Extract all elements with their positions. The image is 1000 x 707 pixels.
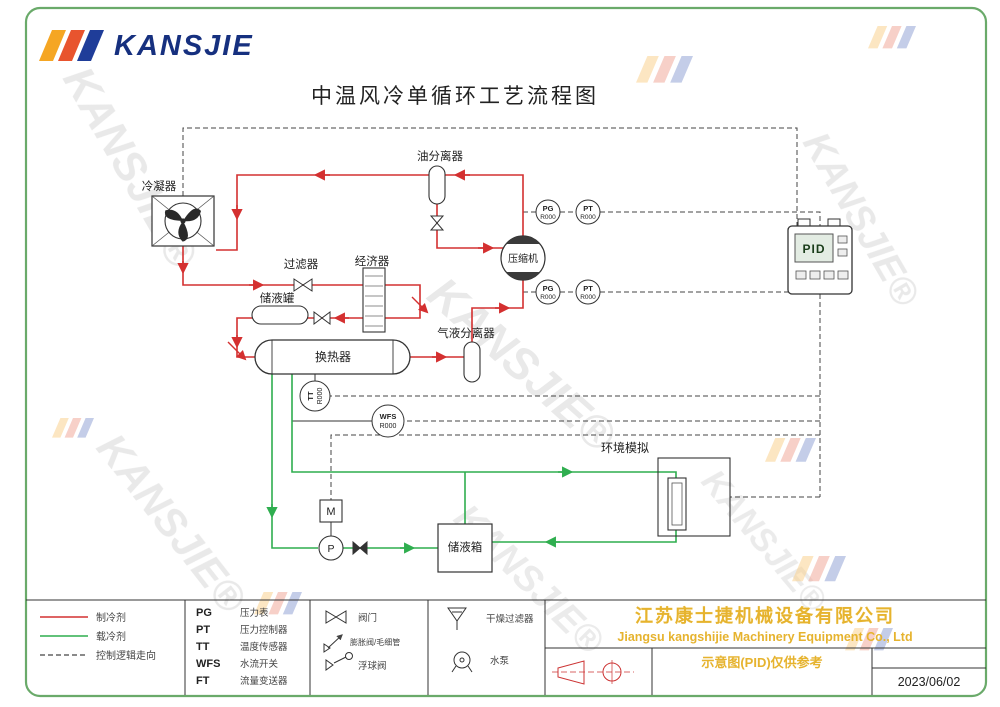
legend-symbol-label: 水泵 bbox=[490, 655, 510, 667]
watermark-text: KANSJIE® bbox=[88, 425, 256, 622]
legend-label: 载冷剂 bbox=[96, 630, 126, 643]
page-border bbox=[24, 6, 988, 698]
water-pump-legend-icon bbox=[451, 651, 473, 673]
legend-symbols: 阀门 膨胀阀/毛细管 浮球阀 干燥过滤器 水泵 bbox=[323, 607, 534, 673]
condenser: 冷凝器 bbox=[142, 179, 215, 247]
legend-label: 控制逻辑走向 bbox=[96, 649, 156, 662]
company-logo: KANSJIE bbox=[39, 30, 254, 62]
liquid-tank-label: 储液箱 bbox=[448, 540, 483, 554]
gas-liquid-separator-label: 气液分离器 bbox=[437, 326, 495, 340]
filter-label: 过滤器 bbox=[284, 258, 319, 271]
instrument-abbr: PG bbox=[543, 284, 554, 293]
instrument-abbr: WFS bbox=[380, 412, 397, 421]
receiver-label: 储液罐 bbox=[260, 291, 295, 305]
pump-label: P bbox=[327, 543, 334, 555]
logo-text: KANSJIE bbox=[114, 30, 254, 62]
instrument-pt-suction: PT R000 bbox=[575, 279, 601, 305]
watermark-text: KANSJIE® bbox=[446, 497, 612, 663]
pid-controller: PID bbox=[787, 218, 853, 295]
expansion-valve-icon bbox=[227, 296, 429, 361]
valve-icon bbox=[313, 311, 331, 325]
instrument-abbr: PG bbox=[543, 204, 554, 213]
instrument-tag: R000 bbox=[580, 214, 596, 221]
legend-abbr-name: 流量变送器 bbox=[240, 675, 288, 687]
compressor-label: 压缩机 bbox=[508, 252, 538, 265]
legend-abbr: PG bbox=[196, 607, 212, 619]
legend-abbr: WFS bbox=[196, 658, 220, 670]
legend-abbr-name: 温度传感器 bbox=[240, 641, 288, 653]
float-valve-legend-icon bbox=[325, 652, 353, 671]
legend-symbol-label: 膨胀阀/毛细管 bbox=[350, 637, 400, 647]
motor-label: M bbox=[326, 506, 335, 518]
liquid-receiver: 储液罐 bbox=[251, 291, 309, 325]
title-block: 江苏康士捷机械设备有限公司 Jiangsu kangshijie Machine… bbox=[552, 605, 960, 689]
legend-abbr: FT bbox=[196, 675, 210, 687]
expansion-valve-legend-icon bbox=[323, 634, 343, 653]
instrument-pg-discharge: PG R000 bbox=[535, 199, 561, 225]
instrument-tag: R000 bbox=[540, 294, 556, 301]
legend-symbol-label: 阀门 bbox=[358, 612, 377, 624]
legend-abbr-name: 压力控制器 bbox=[240, 624, 288, 636]
legend-abbr-name: 水流开关 bbox=[240, 658, 279, 670]
company-name-cn: 江苏康士捷机械设备有限公司 bbox=[635, 605, 895, 626]
drawing-note: 示意图(PID)仅供参考 bbox=[701, 655, 822, 670]
liquid-tank: 储液箱 bbox=[437, 523, 493, 573]
logo-slashes-icon bbox=[39, 30, 104, 61]
valve-icon bbox=[352, 540, 368, 556]
coolant-flow-arrows bbox=[266, 466, 574, 554]
instrument-abbr: TT bbox=[306, 391, 315, 401]
legend-grid bbox=[26, 599, 986, 695]
legend-label: 制冷剂 bbox=[96, 611, 126, 624]
condenser-label: 冷凝器 bbox=[142, 179, 177, 193]
compressor: 压缩机 bbox=[500, 235, 546, 281]
instrument-abbr: PT bbox=[583, 284, 593, 293]
gas-liquid-separator: 气液分离器 bbox=[437, 326, 495, 383]
economizer-label: 经济器 bbox=[355, 254, 390, 268]
instrument-tt: TT R000 bbox=[299, 380, 331, 412]
legend-line-types: 制冷剂 载冷剂 控制逻辑走向 bbox=[40, 611, 156, 662]
valve-legend-icon bbox=[325, 610, 347, 624]
instrument-tag: R000 bbox=[380, 423, 397, 430]
page-title: 中温风冷单循环工艺流程图 bbox=[311, 85, 599, 108]
dry-filter-legend-icon bbox=[447, 607, 467, 630]
legend-symbol-label: 干燥过滤器 bbox=[486, 613, 534, 625]
sensor-stubs bbox=[292, 374, 372, 536]
heat-exchanger: 换热器 bbox=[254, 339, 411, 375]
valve-icon bbox=[429, 215, 445, 231]
instrument-tag: R000 bbox=[580, 294, 596, 301]
instrument-wfs: WFS R000 bbox=[371, 404, 405, 438]
heat-exchanger-label: 换热器 bbox=[315, 350, 351, 364]
projection-symbol-icon bbox=[552, 660, 634, 685]
legend-abbr: PT bbox=[196, 624, 210, 636]
oil-separator-label: 油分离器 bbox=[417, 149, 463, 163]
instrument-pg-suction: PG R000 bbox=[535, 279, 561, 305]
drawing-date: 2023/06/02 bbox=[898, 675, 961, 689]
env-simulation-label: 环境模拟 bbox=[601, 440, 649, 455]
pid-screen bbox=[794, 233, 834, 263]
oil-separator: 油分离器 bbox=[417, 149, 463, 231]
pump: P bbox=[318, 535, 344, 561]
watermark-text: KANSJIE® bbox=[694, 463, 835, 620]
instrument-abbr: PT bbox=[583, 204, 593, 213]
refrigerant-flow-arrows bbox=[177, 169, 511, 363]
environment-simulation: 环境模拟 bbox=[601, 440, 731, 537]
instrument-tag: R000 bbox=[317, 388, 324, 405]
filter: 过滤器 bbox=[284, 258, 319, 292]
motor: M bbox=[319, 499, 343, 523]
instrument-tag: R000 bbox=[540, 214, 556, 221]
legend-symbol-label: 浮球阀 bbox=[358, 660, 387, 672]
instrument-pt-discharge: PT R000 bbox=[575, 199, 601, 225]
filter-icon bbox=[293, 278, 313, 292]
pid-screen-label: PID bbox=[802, 242, 825, 256]
control-lines bbox=[182, 127, 821, 500]
legend-abbr: TT bbox=[196, 641, 210, 653]
legend-abbreviations: PG 压力表 PT 压力控制器 TT 温度传感器 WFS 水流开关 FT 流量变… bbox=[196, 607, 288, 687]
economizer: 经济器 bbox=[355, 254, 390, 333]
legend-abbr-name: 压力表 bbox=[240, 607, 269, 619]
company-name-en: Jiangsu kangshijie Machinery Equipment C… bbox=[617, 630, 912, 644]
